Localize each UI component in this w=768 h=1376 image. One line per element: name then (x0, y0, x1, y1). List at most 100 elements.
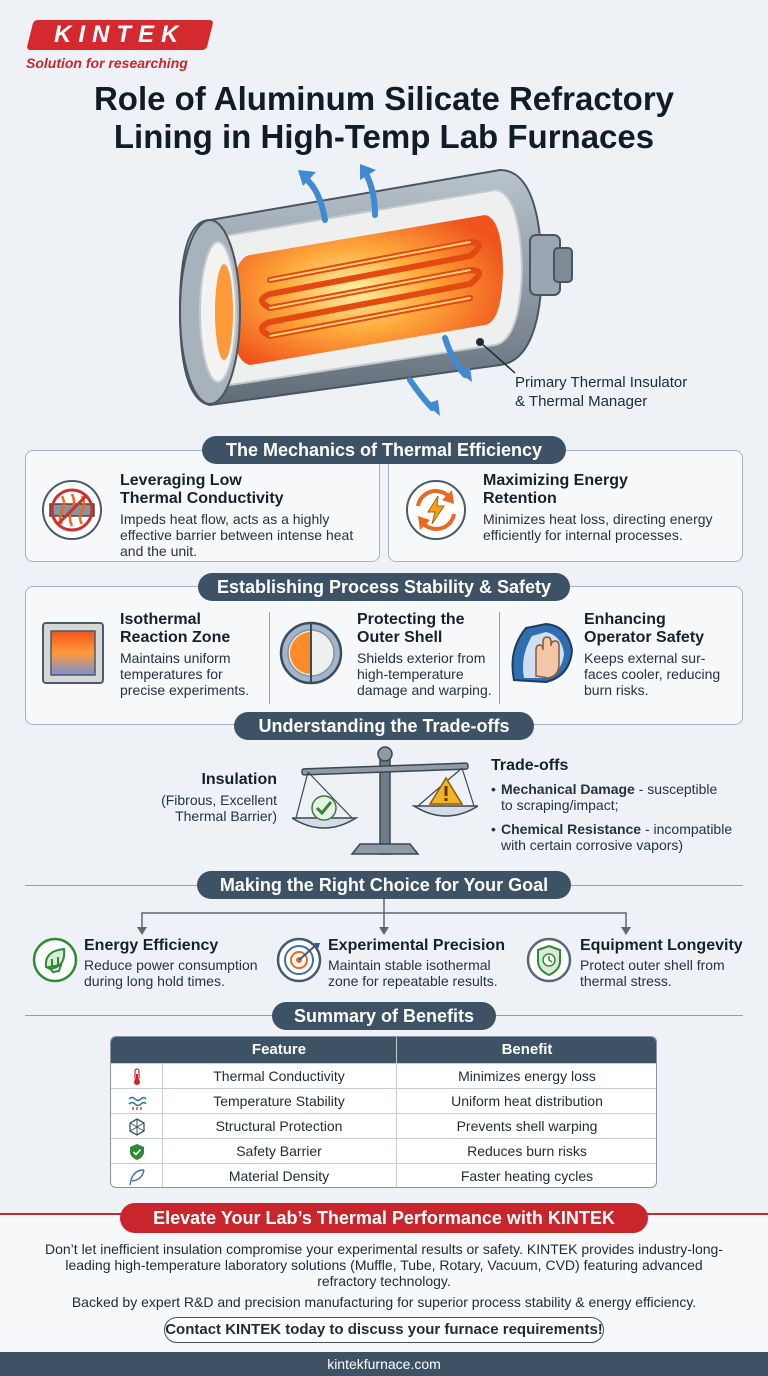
section-heading-mechanics: The Mechanics of Thermal Efficiency (202, 436, 566, 464)
column-divider (396, 1037, 397, 1187)
hero-caption-line-2: & Thermal Manager (515, 393, 648, 410)
stability-divider (269, 612, 270, 704)
title-line: Reaction Zone (120, 629, 231, 646)
insulation-label: Insulation (Fibrous, Excellent Thermal B… (130, 771, 277, 824)
insulation-title: Insulation (201, 771, 277, 788)
text-line: faces cooler, reducing (584, 666, 721, 682)
choice-item-1-title: Energy Efficiency (84, 937, 219, 954)
shield-check-icon (130, 1144, 144, 1160)
cta-paragraph-1: Don’t let inefficient insulation comprom… (20, 1241, 748, 1289)
text-line: during long hold times. (84, 973, 225, 989)
insulation-detail-line-2: Thermal Barrier) (175, 808, 277, 824)
stability-item-3-text: Keeps external sur- faces cooler, reduci… (584, 650, 720, 698)
title-line: Outer Shell (357, 629, 443, 646)
title-line: Leveraging Low (120, 472, 242, 489)
section-heading-tradeoffs: Understanding the Trade-offs (234, 712, 534, 740)
cell-feature: Material Density (228, 1168, 330, 1184)
bullet-glyph: • (491, 821, 496, 837)
tradeoff-2-detail: - incompatible (641, 821, 733, 837)
title-line: Isothermal (120, 611, 201, 628)
section-heading-stability: Establishing Process Stability & Safety (198, 573, 570, 601)
text-line: leading high-temperature laboratory solu… (65, 1257, 703, 1273)
text-line: Protect outer shell from (580, 957, 725, 973)
tradeoff-bullet-1: • Mechanical Damage - susceptible to scr… (491, 781, 751, 813)
section-heading-choice: Making the Right Choice for Your Goal (197, 871, 571, 899)
choice-item-2-title: Experimental Precision (328, 937, 505, 954)
cell-benefit: Faster heating cycles (460, 1168, 594, 1184)
column-divider (162, 1063, 163, 1187)
cta-heading: Elevate Your Lab’s Thermal Performance w… (120, 1203, 648, 1233)
text-line: Minimizes heat loss, directing energy (483, 511, 713, 527)
choice-item-2-text: Maintain stable isothermal zone for repe… (328, 957, 498, 989)
text-line: Impeds heat flow, acts as a highly (120, 511, 330, 527)
footer-url[interactable]: kintekfurnace.com (0, 1352, 768, 1376)
cta-paragraph-2: Backed by expert R&D and precision manuf… (71, 1294, 697, 1310)
cell-benefit: Prevents shell warping (456, 1118, 598, 1134)
hand-icon (511, 622, 574, 684)
tradeoff-2-detail-line-2: with certain corrosive vapors) (501, 837, 684, 853)
logo-text: KINTEK (54, 21, 186, 48)
choice-connector (137, 899, 631, 935)
tradeoff-1-detail: - susceptible (634, 781, 718, 797)
title-line: Protecting the (357, 611, 465, 628)
summary-table: Feature Benefit Thermal Conductivity Min… (110, 1036, 657, 1188)
contact-button[interactable]: Contact KINTEK today to discuss your fur… (164, 1317, 604, 1343)
title-line: Operator Safety (584, 629, 705, 646)
stability-item-1-title: Isothermal Reaction Zone (120, 611, 230, 647)
mechanics-item-2-title: Maximizing Energy Retention (483, 472, 628, 508)
table-row: Temperature Stability Uniform heat distr… (111, 1088, 656, 1113)
header-benefit: Benefit (501, 1041, 553, 1058)
tradeoffs-title: Trade-offs (491, 757, 569, 774)
page-title: Role of Aluminum Silicate Refractory Lin… (0, 80, 768, 156)
text-line: and the unit. (120, 543, 198, 559)
text-line: high-temperature (357, 666, 464, 682)
cell-feature: Safety Barrier (236, 1143, 322, 1159)
stability-item-3-title: Enhancing Operator Safety (584, 611, 704, 647)
section-heading-summary: Summary of Benefits (272, 1002, 496, 1030)
tradeoff-2-label: Chemical Resistance (501, 821, 642, 837)
title-line: Maximizing Energy (483, 472, 628, 489)
table-header: Feature Benefit (111, 1037, 656, 1063)
blocked-heat-icon (42, 480, 102, 540)
brand-logo: KINTEK (26, 20, 214, 50)
text-line: Don’t let inefficient insulation comprom… (45, 1241, 723, 1257)
bullet-glyph: • (491, 781, 496, 797)
choice-item-3-title: Equipment Longevity (580, 937, 743, 954)
thermometer-icon (134, 1068, 140, 1085)
stability-item-2-title: Protecting the Outer Shell (357, 611, 465, 647)
text-line: Shields exterior from (357, 650, 486, 666)
choice-item-3-text: Protect outer shell from thermal stress. (580, 957, 725, 989)
tradeoffs-list: Trade-offs • Mechanical Damage - suscept… (491, 757, 751, 853)
stability-item-2-text: Shields exterior from high-temperature d… (357, 650, 492, 698)
cell-feature: Temperature Stability (213, 1093, 345, 1109)
mechanics-item-2-text: Minimizes heat loss, directing energy ef… (483, 511, 713, 543)
balance-scale-icon (292, 746, 478, 855)
cell-benefit: Uniform heat distribution (451, 1093, 603, 1109)
stability-divider (499, 612, 500, 704)
table-row: Material Density Faster heating cycles (111, 1163, 656, 1187)
energy-cycle-icon (406, 480, 466, 540)
text-line: refractory technology. (317, 1273, 451, 1289)
text-line: damage and warping. (357, 682, 492, 698)
heat-zone-icon (42, 622, 104, 684)
title-line: Enhancing (584, 611, 666, 628)
cell-feature: Structural Protection (215, 1118, 343, 1134)
table-row: Safety Barrier Reduces burn risks (111, 1138, 656, 1163)
table-row: Thermal Conductivity Minimizes energy lo… (111, 1063, 656, 1088)
title-line-1: Role of Aluminum Silicate Refractory (93, 80, 675, 117)
text-line: effective barrier between intense heat (120, 527, 354, 543)
shield-clock-icon (526, 937, 572, 983)
text-line: temperatures for (120, 666, 223, 682)
text-line: zone for repeatable results. (328, 973, 498, 989)
furnace-cutaway-illustration (178, 164, 573, 416)
title-line-2: Lining in High-Temp Lab Furnaces (113, 118, 655, 155)
text-line: thermal stress. (580, 973, 672, 989)
text-line: Maintain stable isothermal (328, 957, 491, 973)
tradeoff-1-label: Mechanical Damage (501, 781, 635, 797)
target-icon (276, 937, 322, 983)
text-line: Reduce power consumption (84, 957, 258, 973)
cell-benefit: Minimizes energy loss (458, 1068, 596, 1084)
text-line: Keeps external sur- (584, 650, 706, 666)
eco-plug-icon (32, 937, 78, 983)
table-row: Structural Protection Prevents shell war… (111, 1113, 656, 1138)
